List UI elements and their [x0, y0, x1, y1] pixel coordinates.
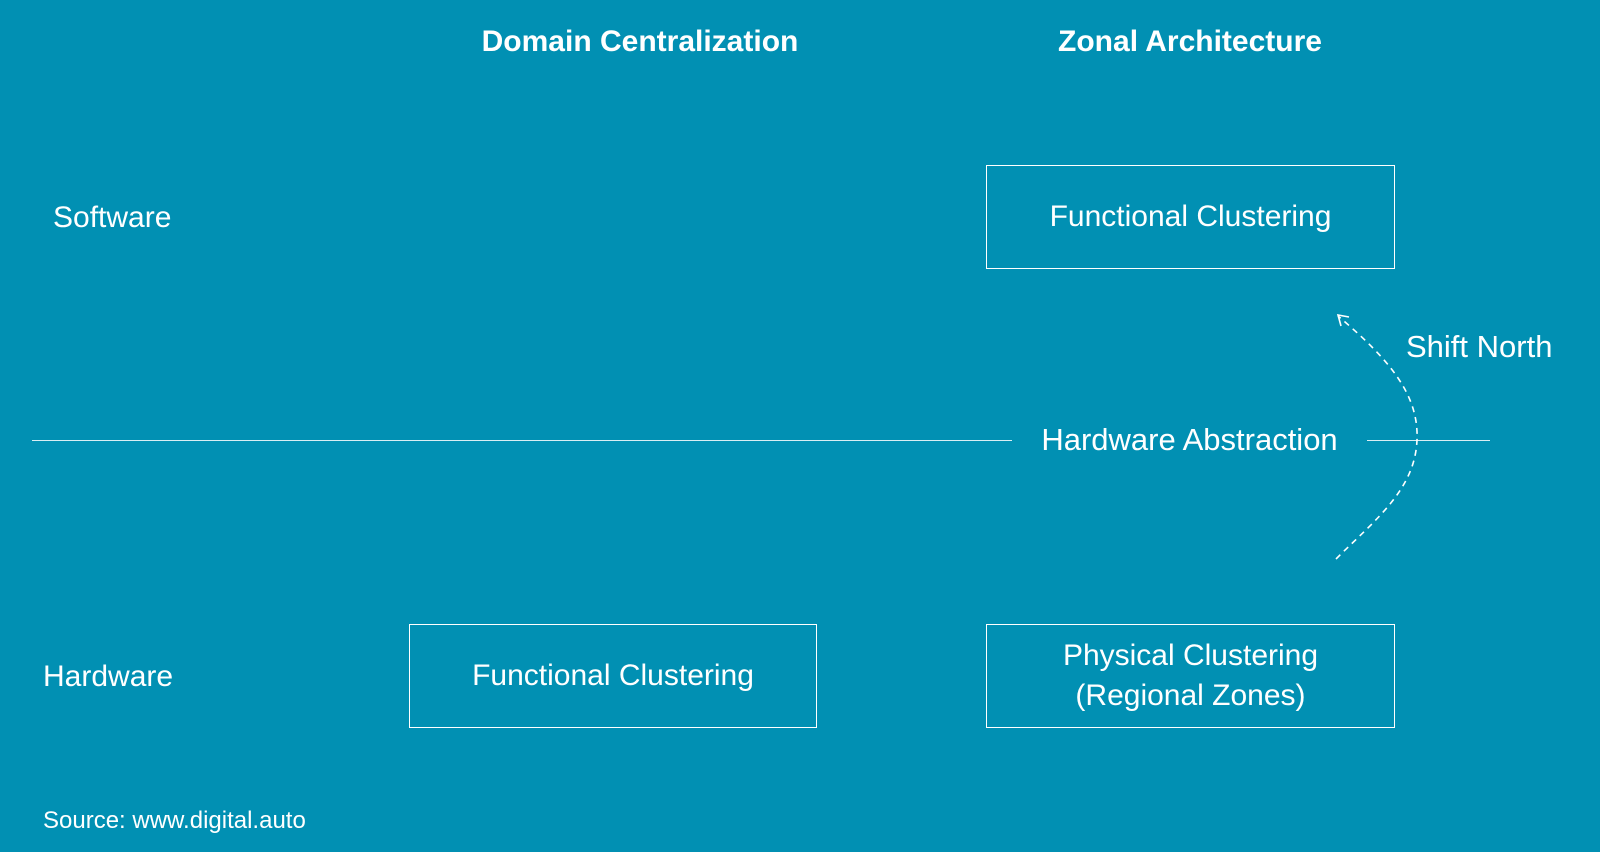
source-citation: Source: www.digital.auto: [43, 807, 306, 834]
row-label-software: Software: [53, 201, 172, 234]
box-label-line-1: Physical Clustering: [1062, 639, 1319, 672]
column-header-domain-centralization: Domain Centralization: [481, 25, 799, 58]
shift-north-label: Shift North: [1406, 329, 1553, 364]
box-label-group: Physical Clustering (Regional Zones): [1063, 636, 1318, 716]
hardware-functional-clustering-box: Functional Clustering: [409, 624, 817, 728]
box-label: Functional Clustering: [472, 659, 754, 692]
software-functional-clustering-box: Functional Clustering: [986, 165, 1395, 269]
hardware-abstraction-label: Hardware Abstraction: [1041, 422, 1338, 457]
hardware-abstraction-divider-right: [1367, 440, 1490, 441]
box-label-line-2: (Regional Zones): [1075, 679, 1306, 712]
hardware-abstraction-divider-left: [32, 440, 1012, 441]
hardware-physical-clustering-box: Physical Clustering (Regional Zones): [986, 624, 1395, 728]
row-label-hardware: Hardware: [43, 660, 174, 693]
column-header-zonal-architecture: Zonal Architecture: [1058, 25, 1322, 58]
shift-arrow-head: [1336, 313, 1350, 327]
box-label: Functional Clustering: [1049, 200, 1332, 233]
